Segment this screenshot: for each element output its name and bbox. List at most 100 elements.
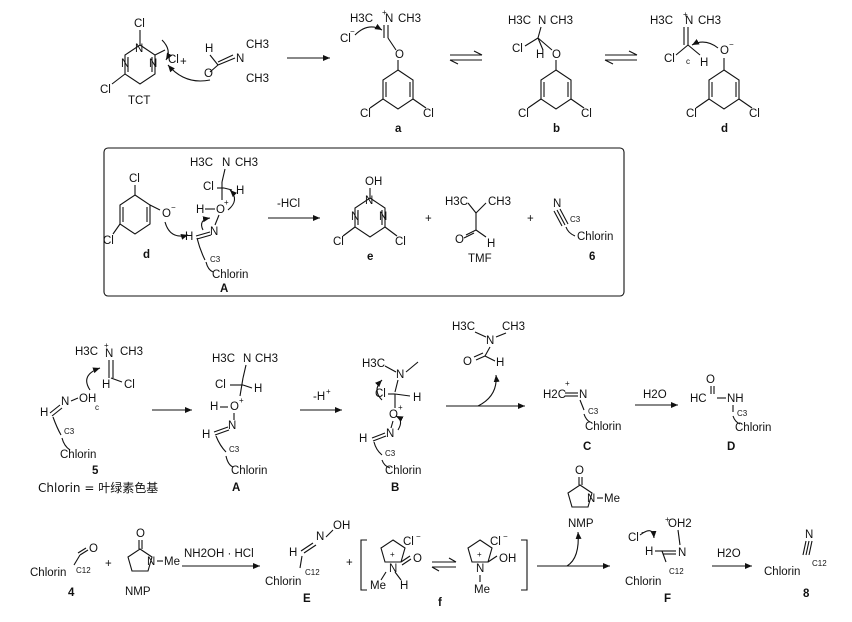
hydroxyl: OH	[333, 520, 350, 532]
methyl: CH3	[488, 196, 511, 208]
dmf-byproduct: H3C N CH3 O H	[452, 321, 525, 369]
methyl: H3C	[212, 353, 235, 365]
mechanism-box	[103, 147, 625, 297]
product-tmf: H3C CH3 O H TMF	[445, 196, 511, 265]
label-A: A	[232, 482, 240, 494]
methyl: Me	[164, 556, 180, 568]
charge: −	[171, 203, 176, 212]
atom-cl: Cl	[512, 43, 523, 55]
methyl: CH3	[502, 321, 525, 333]
atom-o: O	[413, 553, 422, 565]
charge: +	[104, 341, 109, 350]
carbon-chain: C3	[210, 255, 221, 264]
atom-cl: Cl	[664, 53, 675, 65]
atom-n: N	[678, 547, 686, 559]
methyl: H3C	[452, 321, 475, 333]
condition-minus-hcl: -HCl	[277, 198, 300, 210]
atom-n: N	[476, 563, 484, 575]
atom-n: N	[210, 226, 218, 238]
carbon-chain: C3	[737, 409, 748, 418]
methyl: CH3	[246, 73, 269, 85]
carbon-chain: C3	[570, 215, 581, 224]
methyl: CH3	[550, 15, 573, 27]
atom-h: H	[205, 43, 213, 55]
atom-cl: Cl	[124, 379, 135, 391]
carbon-chain: C3	[64, 427, 75, 436]
atom-n: N	[389, 563, 397, 575]
atom-n: N	[386, 428, 394, 440]
chloride: Cl	[490, 536, 501, 548]
charge: +	[390, 550, 395, 559]
methyl: CH3	[120, 346, 143, 358]
charge: +	[565, 379, 570, 388]
label-A: A	[220, 283, 228, 295]
product-6: N C3 Chlorin 6	[553, 198, 613, 263]
atom-o: O	[455, 234, 464, 246]
methyl: H3C	[362, 358, 385, 370]
label-d: d	[721, 123, 728, 135]
charge: +	[382, 8, 387, 17]
chloride: Cl	[628, 532, 639, 544]
condition-charge: +	[326, 387, 331, 396]
product-D: O HC NH C3 Chlorin D	[690, 374, 771, 453]
hydroxyl: OH	[365, 176, 382, 188]
charge: −	[416, 532, 421, 541]
atom-h: H	[359, 433, 367, 445]
chlorin-label: Chlorin	[585, 421, 621, 433]
methyl: CH3	[398, 13, 421, 25]
methylene: H2C	[543, 389, 566, 401]
carbon-chain: C12	[812, 559, 827, 568]
atom-cl: Cl	[129, 173, 140, 185]
product-e: OH Cl Cl N N N e	[333, 176, 406, 263]
hydroxyl: OH	[79, 393, 96, 405]
methyl: CH3	[255, 353, 278, 365]
atom-cl: Cl	[375, 388, 386, 400]
methyl: CH3	[698, 15, 721, 27]
plus-sign: +	[180, 56, 187, 68]
intermediate-d: H3C N + CH3 Cl H c O − Cl Cl d	[650, 10, 760, 135]
charge: +	[665, 515, 670, 524]
nmp-byproduct: O N Me NMP	[567, 465, 620, 530]
charge: +	[398, 403, 403, 412]
atom-cl: Cl	[518, 108, 529, 120]
condition-minus-h: -H	[313, 391, 325, 403]
label-d: d	[143, 249, 150, 261]
charge: +	[224, 198, 229, 207]
box-intermediate-d: Cl Cl O − d	[103, 173, 189, 261]
label-tct: TCT	[128, 95, 150, 107]
atom-n: N	[553, 198, 561, 210]
atom-n: N	[587, 493, 595, 505]
atom-o: O	[389, 409, 398, 421]
charge: −	[503, 532, 508, 541]
atom-cl: Cl	[203, 181, 214, 193]
species-C: H2C + N C3 Chlorin C	[543, 379, 621, 453]
chloride: Cl	[403, 536, 414, 548]
charge: +	[477, 550, 482, 559]
atom-o: O	[162, 208, 171, 220]
reactant-4: Chlorin C12 O 4	[30, 543, 98, 599]
methyl: H3C	[650, 15, 673, 27]
water-leaving: OH2	[668, 518, 692, 530]
plus-sign: +	[527, 213, 534, 225]
atom-o: O	[204, 68, 213, 80]
carbon-chain: C12	[305, 568, 320, 577]
atom-n: N	[61, 396, 69, 408]
atom-n: N	[805, 529, 813, 541]
methyl: Me	[370, 580, 386, 592]
charge: +	[239, 396, 244, 405]
atom-o: O	[216, 204, 225, 216]
label-f: f	[438, 597, 442, 609]
atom-h: H	[487, 238, 495, 250]
condition-h2o: H2O	[643, 389, 667, 401]
atom-o: O	[706, 374, 715, 386]
box-intermediate-A: H3C N CH3 Cl H H O + N H C3 Chlorin A	[185, 157, 258, 295]
chlorin-label: Chlorin	[231, 465, 267, 477]
atom-o: O	[575, 465, 584, 477]
atom-n: N	[236, 53, 244, 65]
intermediate-B: H3C N Cl H O + N H C3 Chlorin B	[359, 358, 421, 494]
condition-h2o: H2O	[717, 548, 741, 560]
atom-n: N	[385, 13, 393, 25]
chlorin-label: Chlorin	[385, 465, 421, 477]
carbon-chain: C12	[76, 566, 91, 575]
